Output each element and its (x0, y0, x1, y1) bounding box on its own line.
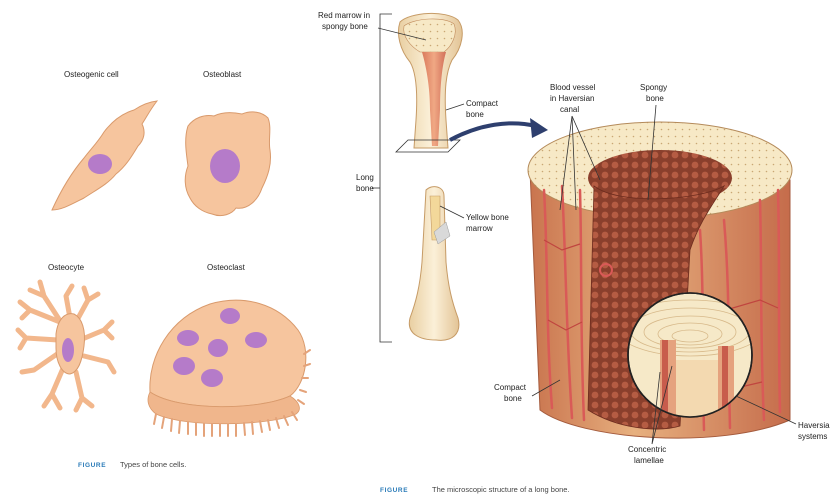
osteogenic-cell-label: Osteogenic cell (64, 70, 119, 79)
red-marrow-label-2: spongy bone (322, 22, 368, 31)
long-bone-figure: Long bone Red marrow in spongy bone Comp… (318, 11, 830, 494)
long-bone-bracket (380, 14, 392, 342)
osteocyte-nucleus (62, 338, 74, 362)
bone-block (528, 122, 792, 438)
blood-vessel-label-1: Blood vessel (550, 83, 596, 92)
zoom-arrow (450, 123, 536, 140)
long-bone-label-2: bone (356, 184, 374, 193)
osteoclast (148, 300, 310, 436)
compact-bone-bottom-label-1: Compact (494, 383, 527, 392)
osteoblast (185, 112, 270, 216)
yellow-marrow-label-1: Yellow bone (466, 213, 509, 222)
long-bone-upper (396, 13, 462, 152)
compact-bone-top-label-2: bone (466, 110, 484, 119)
right-figure-tag: FIGURE (380, 487, 408, 494)
compact-bone-bottom-label-2: bone (504, 394, 522, 403)
concentric-lamellae-label-1: Concentric (628, 445, 666, 454)
osteoblast-nucleus (210, 149, 240, 183)
haversian-systems-label-1: Haversian (798, 421, 830, 430)
osteogenic-nucleus (88, 154, 112, 174)
bone-cells-figure: Osteogenic cell Osteoblast Osteocyte (18, 70, 310, 469)
haversian-systems-label-2: systems (798, 432, 827, 441)
concentric-lamellae-label-2: lamellae (634, 456, 664, 465)
yellow-marrow-label-2: marrow (466, 224, 493, 233)
left-figure-tag: FIGURE (78, 462, 106, 469)
red-marrow-label-1: Red marrow in (318, 11, 370, 20)
osteocyte-label: Osteocyte (48, 263, 85, 272)
osteoclast-label: Osteoclast (207, 263, 246, 272)
long-bone-label-1: Long (356, 173, 374, 182)
right-figure-caption: The microscopic structure of a long bone… (432, 485, 570, 494)
blood-vessel-label-3: canal (560, 105, 579, 114)
left-figure-caption: Types of bone cells. (120, 460, 186, 469)
spongy-bone-label-1: Spongy (640, 83, 667, 92)
osteoblast-label: Osteoblast (203, 70, 242, 79)
spongy-bone-label-2: bone (646, 94, 664, 103)
osteogenic-cell (52, 101, 157, 210)
blood-vessel-label-2: in Haversian (550, 94, 594, 103)
compact-bone-top-label-1: Compact (466, 99, 499, 108)
long-bone-lower (409, 187, 459, 341)
